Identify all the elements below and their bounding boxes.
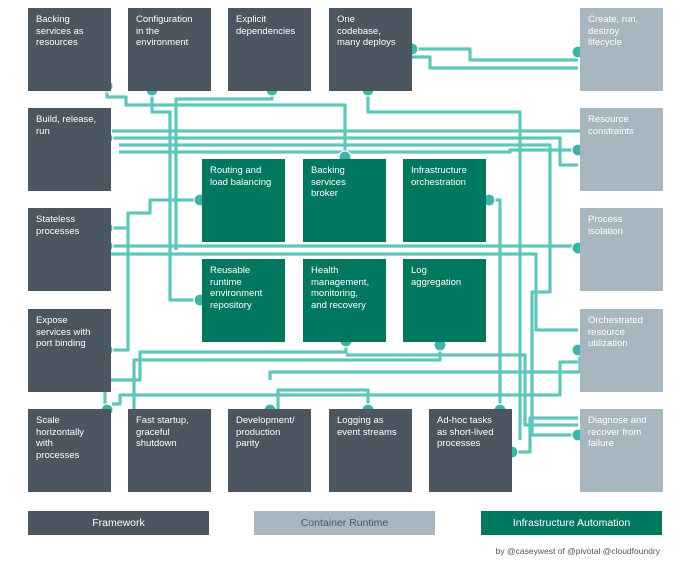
process-isolation-box: Process isolation — [580, 208, 663, 291]
legend-framework: Framework — [28, 511, 209, 535]
resource-constraints-box: Resource constraints — [580, 108, 663, 191]
backing-broker-box: Backing services broker — [303, 159, 386, 242]
build-release-run-box: Build, release, run — [28, 108, 111, 191]
lifecycle-box: Create, run, destroy lifecycle — [580, 8, 663, 91]
reusable-runtime-box: Reusable runtime environment repository — [202, 259, 285, 342]
fast-startup-box: Fast startup, graceful shutdown — [128, 409, 211, 492]
legend-container-runtime: Container Runtime — [254, 511, 435, 535]
infra-orchestration-box: Infrastructure orchestration — [403, 159, 486, 242]
port-binding-box: Expose services with port binding — [28, 309, 111, 392]
dev-prod-parity-box: Development/ production parity — [228, 409, 311, 492]
one-codebase-box: One codebase, many deploys — [329, 8, 412, 91]
routing-lb-box: Routing and load balancing — [202, 159, 285, 242]
log-aggregation-box: Log aggregation — [403, 259, 486, 342]
legend-infrastructure-automation: Infrastructure Automation — [481, 511, 662, 535]
configuration-box: Configuration in the environment — [128, 8, 211, 91]
health-management-box: Health management, monitoring, and recov… — [303, 259, 386, 342]
backing-services-box: Backing services as resources — [28, 8, 111, 91]
adhoc-tasks-box: Ad-hoc tasks as short-lived processes — [429, 409, 512, 492]
scale-horizontally-box: Scale horizontally with processes — [28, 409, 111, 492]
stateless-processes-box: Stateless processes — [28, 208, 111, 291]
explicit-dependencies-box: Explicit dependencies — [228, 8, 311, 91]
diagnose-recover-box: Diagnose and recover from failure — [580, 409, 663, 492]
orchestrated-utilization-box: Orchestrated resource utilization — [580, 309, 663, 392]
logging-event-streams-box: Logging as event streams — [329, 409, 412, 492]
credit-text: by @caseywest of @pivotal @cloudfoundry — [495, 546, 660, 556]
